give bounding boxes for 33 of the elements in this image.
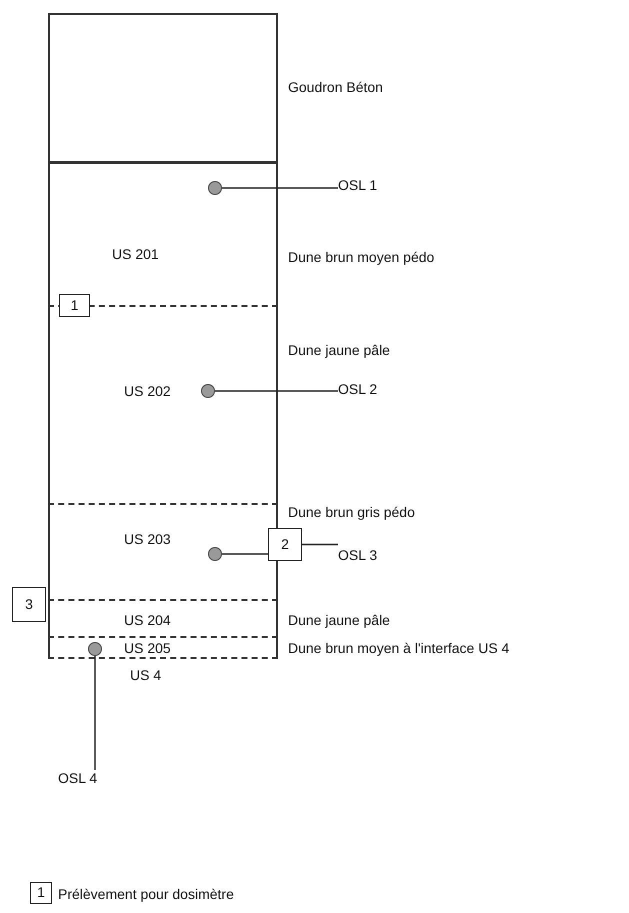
layer-description: Goudron Béton [288, 79, 383, 95]
legend-text: Prélèvement pour dosimètre [58, 886, 234, 902]
sample-dot [88, 642, 102, 656]
layer-label: US 205 [124, 640, 171, 656]
sample-dot [208, 547, 222, 561]
layer-label: US 204 [124, 612, 171, 628]
soil-layer [48, 13, 278, 163]
sample-dot [208, 181, 222, 195]
layer-description: Dune brun moyen pédo [288, 249, 434, 265]
sample-dot [201, 384, 215, 398]
layer-description: Dune jaune pâle [288, 342, 390, 358]
marker-number: 2 [268, 528, 302, 561]
layer-description: Dune jaune pâle [288, 612, 390, 628]
sample-label: OSL 4 [58, 770, 98, 786]
layer-label: US 202 [124, 383, 171, 399]
marker-number: 3 [12, 587, 46, 622]
leader-line [302, 544, 338, 546]
layer-description: Dune brun gris pédo [288, 504, 415, 520]
legend-marker: 1 [30, 882, 52, 904]
layer-label: US 201 [112, 246, 159, 262]
layer-label: US 4 [130, 667, 162, 683]
leader-line [222, 553, 268, 555]
leader-line [222, 187, 338, 189]
layer-description: Dune brun moyen à l'interface US 4 [288, 640, 510, 656]
soil-layer [48, 599, 278, 636]
sample-label: OSL 1 [338, 177, 378, 193]
sample-label: OSL 3 [338, 547, 378, 563]
leader-line [215, 390, 338, 392]
marker-number: 1 [59, 294, 90, 317]
sample-label: OSL 2 [338, 381, 378, 397]
leader-line [94, 656, 96, 770]
layer-label: US 203 [124, 531, 171, 547]
soil-layer [48, 636, 278, 659]
